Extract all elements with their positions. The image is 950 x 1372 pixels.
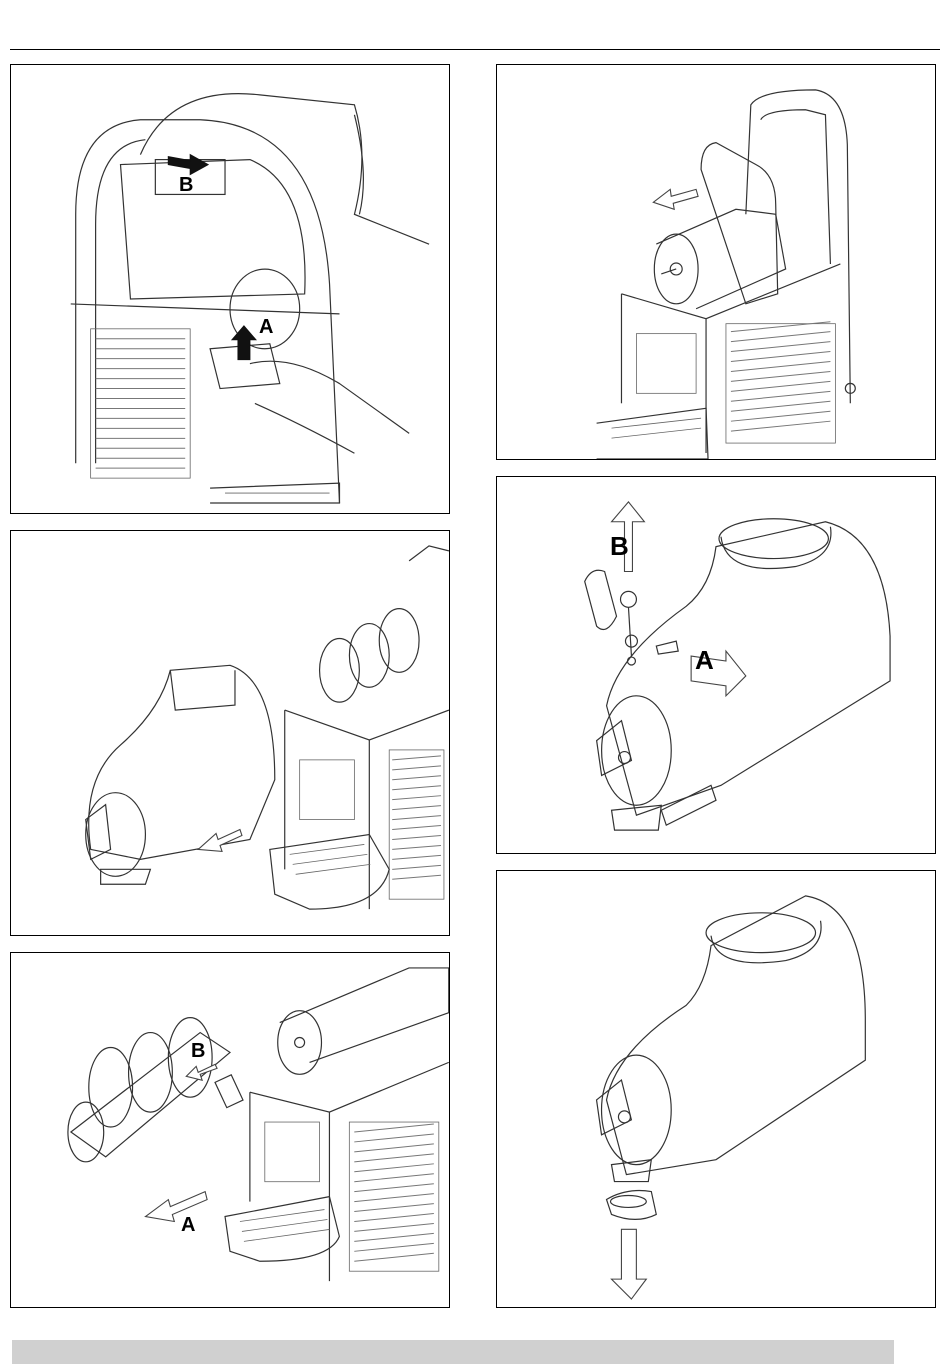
label-a: A	[695, 647, 714, 673]
header-rule	[10, 49, 940, 50]
figure-panel-2	[10, 530, 450, 936]
label-a: A	[181, 1215, 195, 1235]
label-b: B	[191, 1041, 205, 1061]
figure-panel-6	[496, 870, 936, 1308]
label-b: B	[610, 533, 629, 559]
footer-bar	[12, 1340, 894, 1364]
tap-disassembly-illustration	[497, 477, 935, 853]
hand-lifting-lid-illustration	[11, 65, 449, 513]
figure-panel-3: B A	[10, 952, 450, 1308]
drip-cap-removal-illustration	[497, 871, 935, 1307]
figure-panel-1: B A	[10, 64, 450, 514]
figure-panel-4	[496, 64, 936, 460]
bowl-removal-illustration	[11, 531, 449, 935]
figure-panel-5: B A	[496, 476, 936, 854]
cylinder-seal-removal-illustration	[497, 65, 935, 459]
auger-removal-illustration	[11, 953, 449, 1307]
label-b: B	[179, 175, 193, 195]
label-a: A	[259, 317, 273, 337]
